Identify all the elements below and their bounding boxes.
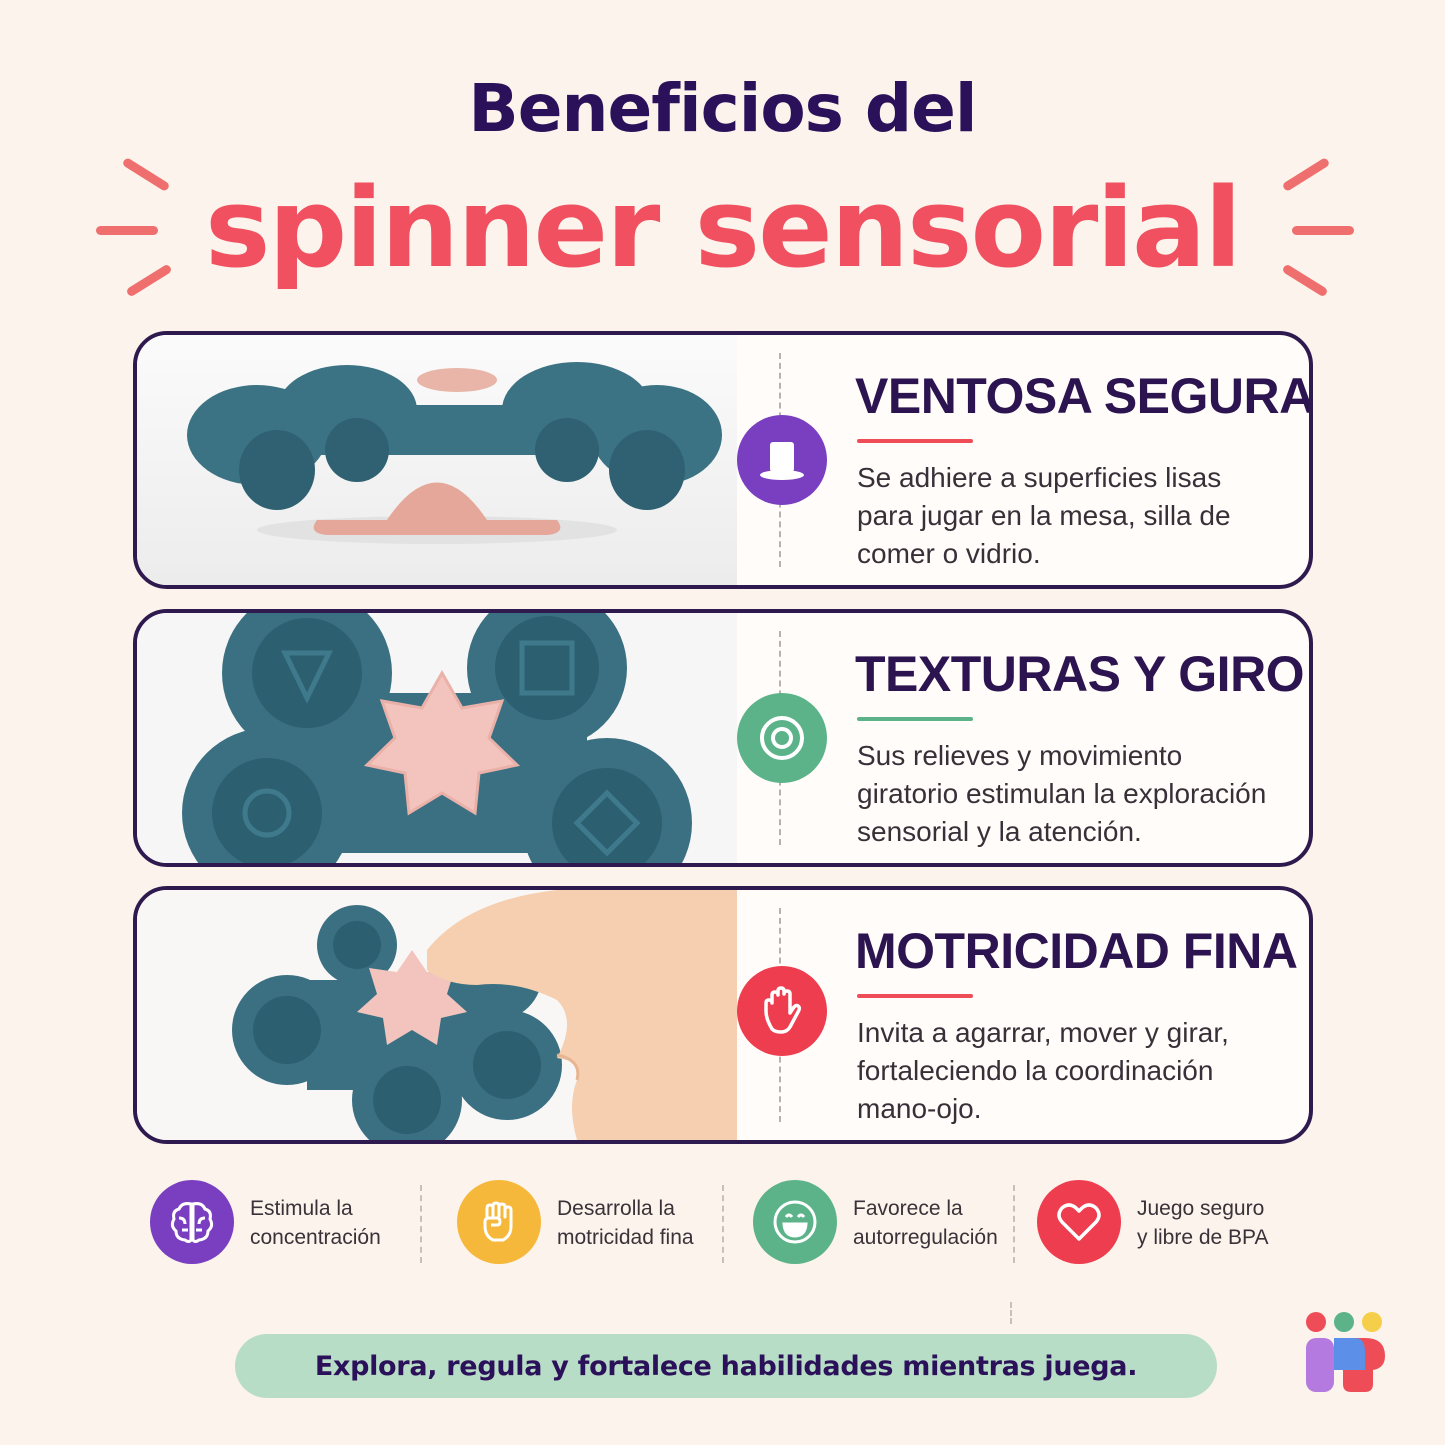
heart-icon xyxy=(1037,1180,1121,1264)
benefit-line1: Estimula la xyxy=(250,1197,353,1220)
bottom-banner: Explora, regula y fortalece habilidades … xyxy=(235,1334,1217,1398)
card-title: MOTRICIDAD FINA xyxy=(855,923,1298,979)
benefit-divider xyxy=(420,1185,422,1263)
card-rule xyxy=(857,994,973,998)
card-title: TEXTURAS Y GIRO xyxy=(855,646,1305,702)
benefit-line1: Juego seguro xyxy=(1137,1197,1265,1220)
spiral-icon xyxy=(737,693,827,783)
hand-spinner-photo xyxy=(137,890,737,1140)
brain-icon xyxy=(150,1180,234,1264)
card-ventosa: VENTOSA SEGURA Se adhiere a superficies … xyxy=(133,331,1313,589)
faint-divider xyxy=(1010,1302,1012,1324)
card-body: Invita a agarrar, mover y girar, fortale… xyxy=(857,1017,1229,1124)
card-body: Se adhiere a superficies lisas para juga… xyxy=(857,462,1231,569)
benefit-line2: y libre de BPA xyxy=(1137,1226,1269,1249)
card-rule xyxy=(857,717,973,721)
benefit-line2: motricidad fina xyxy=(557,1226,694,1249)
spinner-side-photo xyxy=(137,335,737,585)
benefit-line2: autorregulación xyxy=(853,1226,998,1249)
benefit-line1: Desarrolla la xyxy=(557,1197,675,1220)
brand-logo xyxy=(1306,1312,1385,1392)
hand-icon xyxy=(737,966,827,1056)
smile-icon xyxy=(753,1180,837,1264)
benefit-divider xyxy=(722,1185,724,1263)
benefit-divider xyxy=(1013,1185,1015,1263)
card-title: VENTOSA SEGURA xyxy=(855,368,1313,424)
card-rule xyxy=(857,439,973,443)
suction-cup-icon xyxy=(737,415,827,505)
benefit-line1: Favorece la xyxy=(853,1197,963,1220)
title-top: Beneficios del xyxy=(468,70,977,147)
benefit-line2: concentración xyxy=(250,1226,381,1249)
spinner-top-photo xyxy=(137,613,737,863)
card-body: Sus relieves y movimiento giratorio esti… xyxy=(857,740,1267,847)
card-texturas: TEXTURAS Y GIRO Sus relieves y movimient… xyxy=(133,609,1313,867)
title-main: spinner sensorial xyxy=(204,164,1242,292)
fist-icon xyxy=(457,1180,541,1264)
card-motricidad: MOTRICIDAD FINA Invita a agarrar, mover … xyxy=(133,886,1313,1144)
